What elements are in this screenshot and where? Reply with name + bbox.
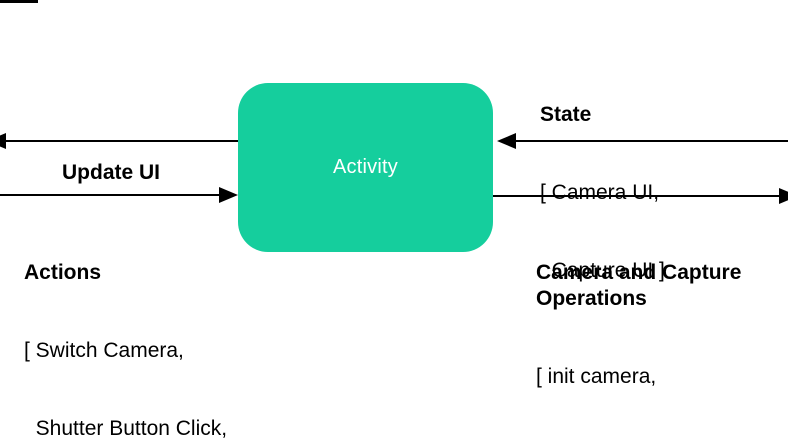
actions-line: Shutter Button Click,: [24, 417, 228, 440]
state-line: [ Camera UI,: [540, 181, 660, 204]
state-arrow-line: [514, 140, 788, 142]
top-left-crop-artifact: [0, 0, 38, 3]
actions-arrow-line: [0, 194, 220, 196]
actions-arrowhead-icon: [219, 187, 238, 203]
actions-title: Actions: [24, 261, 102, 284]
activity-node: Activity: [238, 83, 493, 252]
state-line: Capture UI ]: [540, 259, 665, 282]
camera-ops-arrow-line: [493, 195, 788, 197]
state-label-block: State [ Camera UI, Capture UI ]: [540, 50, 665, 336]
activity-node-label: Activity: [333, 156, 398, 178]
state-title: State: [540, 103, 592, 126]
camera-ops-arrowhead-icon: [779, 188, 788, 204]
update-ui-label: Update UI: [62, 108, 160, 238]
update-ui-arrow-line: [0, 140, 238, 142]
camera-ops-line: [ init camera,: [536, 365, 657, 388]
camera-ops-title: Camera and Capture Operations: [536, 261, 742, 310]
state-arrowhead-icon: [497, 133, 516, 149]
actions-line: [ Switch Camera,: [24, 339, 184, 362]
camera-ops-label-block: Camera and Capture Operations [ init cam…: [536, 208, 776, 444]
update-ui-title: Update UI: [62, 161, 161, 184]
update-ui-arrowhead-icon: [0, 133, 6, 149]
actions-label-block: Actions [ Switch Camera, Shutter Button …: [24, 208, 278, 444]
